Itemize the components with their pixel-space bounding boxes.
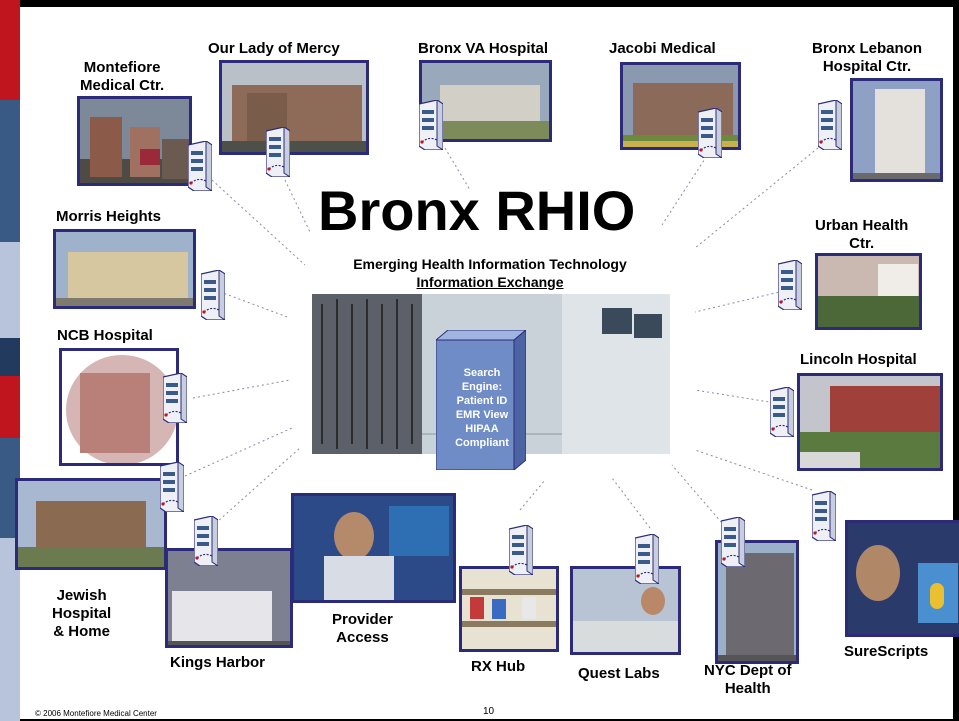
label-surescripts: SureScripts	[844, 643, 929, 660]
jewish-hospital-photo	[15, 478, 167, 570]
server-icon	[188, 141, 212, 191]
subtitle-line2: Information Exchange	[416, 274, 564, 290]
bronx-lebanon-photo	[850, 78, 943, 182]
label-ncb: NCB Hospital	[57, 327, 153, 344]
server-icon	[635, 534, 659, 584]
label-urban-health: Urban Health Ctr.	[815, 217, 909, 252]
server-icon	[509, 525, 533, 575]
server-icon	[812, 491, 836, 541]
server-icon	[721, 517, 745, 567]
slide-border-top	[20, 0, 959, 7]
label-montefiore: Montefiore Medical Ctr.	[80, 59, 165, 94]
bronx-va-photo	[419, 60, 552, 142]
server-icon	[194, 516, 218, 566]
server-icon	[266, 127, 290, 177]
nyc-dept-photo	[715, 540, 799, 664]
slide-border-right	[953, 0, 959, 721]
our-lady-photo	[219, 60, 369, 155]
server-icon	[201, 270, 225, 320]
page-number: 10	[483, 706, 495, 717]
label-quest: Quest Labs	[578, 665, 660, 682]
kings-harbor-photo	[165, 548, 293, 648]
label-provider: Provider Access	[332, 611, 393, 646]
quest-labs-photo	[570, 566, 681, 655]
footer-copyright: © 2006 Montefiore Medical Center	[35, 709, 157, 718]
ncb-photo	[59, 348, 179, 466]
lincoln-photo	[797, 373, 943, 471]
label-kings-harbor: Kings Harbor	[170, 654, 266, 671]
server-icon	[163, 373, 187, 423]
label-morris-heights: Morris Heights	[56, 208, 162, 225]
server-icon	[698, 108, 722, 158]
label-bronx-lebanon: Bronx Lebanon Hospital Ctr.	[812, 40, 923, 75]
jacobi-photo	[620, 62, 741, 150]
morris-heights-photo	[53, 229, 196, 309]
server-icon	[419, 100, 443, 150]
rx-hub-photo	[459, 566, 559, 652]
label-our-lady: Our Lady of Mercy	[208, 40, 340, 57]
label-bronx-va: Bronx VA Hospital	[418, 40, 549, 57]
search-engine-text: Search Engine: Patient ID EMR View HIPAA…	[455, 367, 509, 449]
provider-access-photo	[291, 493, 456, 603]
server-icon	[778, 260, 802, 310]
label-lincoln: Lincoln Hospital	[800, 351, 917, 368]
label-jewish: Jewish Hospital & Home	[52, 587, 112, 640]
surescripts-photo	[845, 520, 959, 637]
slide-border-bottom	[20, 719, 959, 721]
label-rx-hub: RX Hub	[471, 658, 526, 675]
urban-health-photo	[815, 253, 922, 330]
label-nyc-dept: NYC Dept of Health	[704, 662, 792, 697]
montefiore-photo	[77, 96, 192, 186]
server-icon	[160, 462, 184, 512]
server-icon	[770, 387, 794, 437]
subtitle-line1: Emerging Health Information Technology	[353, 256, 627, 272]
server-icon	[818, 100, 842, 150]
search-engine-box	[436, 330, 526, 470]
label-jacobi: Jacobi Medical	[609, 40, 716, 57]
diagram-title: Bronx RHIO	[318, 179, 636, 242]
